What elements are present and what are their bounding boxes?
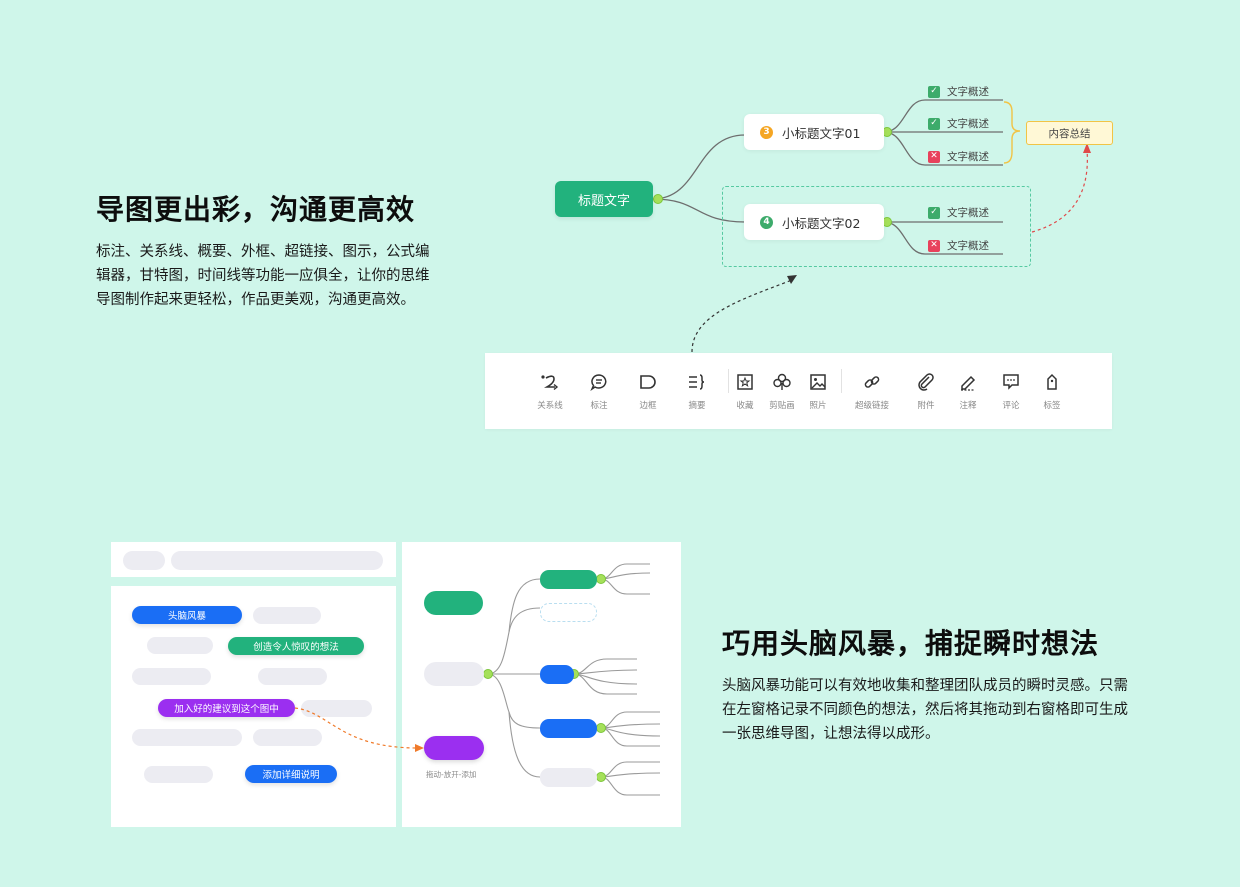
mindmap-leaf-node[interactable]: ✕ 文字概述 (928, 149, 989, 164)
toolbar-divider (841, 369, 842, 393)
idea-tag-add-suggestion[interactable]: 加入好的建议到这个图中 (158, 699, 295, 717)
summary-icon (687, 371, 707, 393)
toolbar-item-border[interactable]: 边框 (626, 371, 670, 411)
priority-3-icon: 3 (760, 125, 773, 139)
border-icon (639, 371, 657, 393)
hyperlink-icon (863, 371, 881, 393)
idea-tag-amazing-ideas[interactable]: 创造令人惊叹的想法 (228, 637, 364, 655)
leaf-label: 文字概述 (947, 207, 989, 219)
toolbar-item-favorite[interactable]: 收藏 (723, 371, 767, 411)
toolbar-item-label: 照片 (809, 401, 827, 411)
mindmap-drop-target[interactable] (540, 603, 597, 622)
toolbar-item-label: 附件 (917, 401, 935, 411)
toolbar-item-note[interactable]: 注释 (946, 371, 990, 411)
attachment-icon (917, 371, 935, 393)
toolbar-item-label: 超级链接 (854, 401, 889, 411)
drag-hint-text: 拖动-放开-添加 (426, 770, 477, 779)
toolbar-divider (728, 369, 729, 393)
mindmap-leaf-node[interactable]: ✕ 文字概述 (928, 238, 989, 253)
mindmap-central-node[interactable] (424, 662, 484, 686)
feature-section-2: 巧用头脑风暴，捕捉瞬时想法 头脑风暴功能可以有效地收集和整理团队成员的瞬时灵感。… (722, 622, 1136, 746)
toolbar-item-label: 边框 (639, 401, 657, 411)
topic-boundary-frame[interactable] (722, 186, 1031, 267)
leaf-label: 文字概述 (947, 151, 989, 163)
dropped-idea-node[interactable] (424, 736, 484, 760)
toolbar-item-attachment[interactable]: 附件 (904, 371, 948, 411)
toolbar-item-image[interactable]: 照片 (796, 371, 840, 411)
idea-placeholder[interactable] (132, 729, 242, 746)
section-description: 标注、关系线、概要、外框、超链接、图示，公式编辑器，甘特图，时间线等功能一应俱全… (96, 244, 430, 308)
idea-placeholder[interactable] (258, 668, 327, 685)
clipart-icon (772, 371, 792, 393)
idea-tag-brainstorm[interactable]: 头脑风暴 (132, 606, 242, 624)
placeholder-pill (123, 551, 165, 570)
idea-tag-add-details[interactable]: 添加详细说明 (245, 765, 337, 783)
toolbar-item-label: 标注 (590, 401, 608, 411)
leaf-label: 文字概述 (947, 118, 989, 130)
summary-node[interactable]: 内容总结 (1026, 121, 1113, 145)
check-icon: ✓ (928, 85, 940, 98)
brainstorm-mindmap-panel: 拖动-放开-添加 (402, 542, 681, 827)
mindmap-branch-node[interactable] (540, 768, 597, 787)
cross-icon: ✕ (928, 239, 940, 252)
favorite-icon (736, 371, 754, 393)
mindmap-topic-node-2[interactable]: 4 小标题文字02 (744, 204, 884, 240)
image-icon (809, 371, 827, 393)
toolbar-item-relation-line[interactable]: 关系线 (528, 371, 572, 411)
toolbar-item-label: 剪贴画 (769, 401, 795, 411)
toolbar-item-hyperlink[interactable]: 超级链接 (850, 371, 894, 411)
idea-placeholder[interactable] (147, 637, 213, 654)
idea-placeholder[interactable] (253, 607, 321, 624)
toolbar-item-label: 关系线 (537, 401, 563, 411)
mindmap-branch-node[interactable] (540, 665, 574, 684)
check-icon: ✓ (928, 117, 940, 130)
brainstorm-search-panel (111, 542, 396, 577)
relation-line-icon (540, 371, 560, 393)
tag-icon (1044, 371, 1060, 393)
idea-placeholder[interactable] (253, 729, 322, 746)
cross-icon: ✕ (928, 150, 940, 163)
toolbar-item-label: 评论 (1002, 401, 1020, 411)
idea-placeholder[interactable] (301, 700, 372, 717)
idea-placeholder[interactable] (132, 668, 211, 685)
toolbar-item-clipart[interactable]: 剪贴画 (760, 371, 804, 411)
toolbar-item-annotation[interactable]: 标注 (577, 371, 621, 411)
comment-icon (1002, 371, 1020, 393)
toolbar-item-summary[interactable]: 摘要 (675, 371, 719, 411)
feature-section-1: 导图更出彩，沟通更高效 标注、关系线、概要、外框、超链接、图示，公式编辑器，甘特… (96, 188, 436, 312)
priority-4-icon: 4 (760, 215, 773, 229)
check-icon: ✓ (928, 206, 940, 219)
mindmap-branch-node[interactable] (540, 570, 597, 589)
section-title: 巧用头脑风暴，捕捉瞬时想法 (722, 627, 1100, 660)
mindmap-leaf-node[interactable]: ✓ 文字概述 (928, 84, 989, 99)
toolbar-item-label: 注释 (959, 401, 977, 411)
note-icon (959, 371, 977, 393)
section-description: 头脑风暴功能可以有效地收集和整理团队成员的瞬时灵感。只需在左窗格记录不同颜色的想… (722, 678, 1128, 742)
mindmap-root-node[interactable]: 标题文字 (555, 181, 653, 217)
toolbar-item-label: 摘要 (688, 401, 706, 411)
topic-label: 小标题文字02 (782, 215, 861, 231)
mindmap-branch-node[interactable] (540, 719, 597, 738)
toolbar-item-tag[interactable]: 标签 (1030, 371, 1074, 411)
brainstorm-ideas-panel: 头脑风暴 创造令人惊叹的想法 加入好的建议到这个图中 添加详细说明 (111, 586, 396, 827)
idea-placeholder[interactable] (144, 766, 213, 783)
mindmap-leaf-node[interactable]: ✓ 文字概述 (928, 116, 989, 131)
mindmap-leaf-node[interactable]: ✓ 文字概述 (928, 205, 989, 220)
leaf-label: 文字概述 (947, 240, 989, 252)
annotation-icon (590, 371, 608, 393)
section-title: 导图更出彩，沟通更高效 (96, 193, 416, 226)
mindmap-connectors (652, 99, 1091, 353)
search-placeholder-bar[interactable] (171, 551, 383, 570)
toolbar-item-comment[interactable]: 评论 (989, 371, 1033, 411)
mindmap-topic-node-1[interactable]: 3 小标题文字01 (744, 114, 884, 150)
mindmap-root-node[interactable] (424, 591, 483, 615)
brainstorm-connectors (483, 563, 661, 796)
toolbar-item-label: 标签 (1043, 401, 1061, 411)
toolbar-item-label: 收藏 (736, 401, 754, 411)
leaf-label: 文字概述 (947, 86, 989, 98)
topic-label: 小标题文字01 (782, 125, 861, 141)
feature-toolbar: 关系线 标注 边框 摘要 收藏 剪贴画 (485, 353, 1112, 429)
